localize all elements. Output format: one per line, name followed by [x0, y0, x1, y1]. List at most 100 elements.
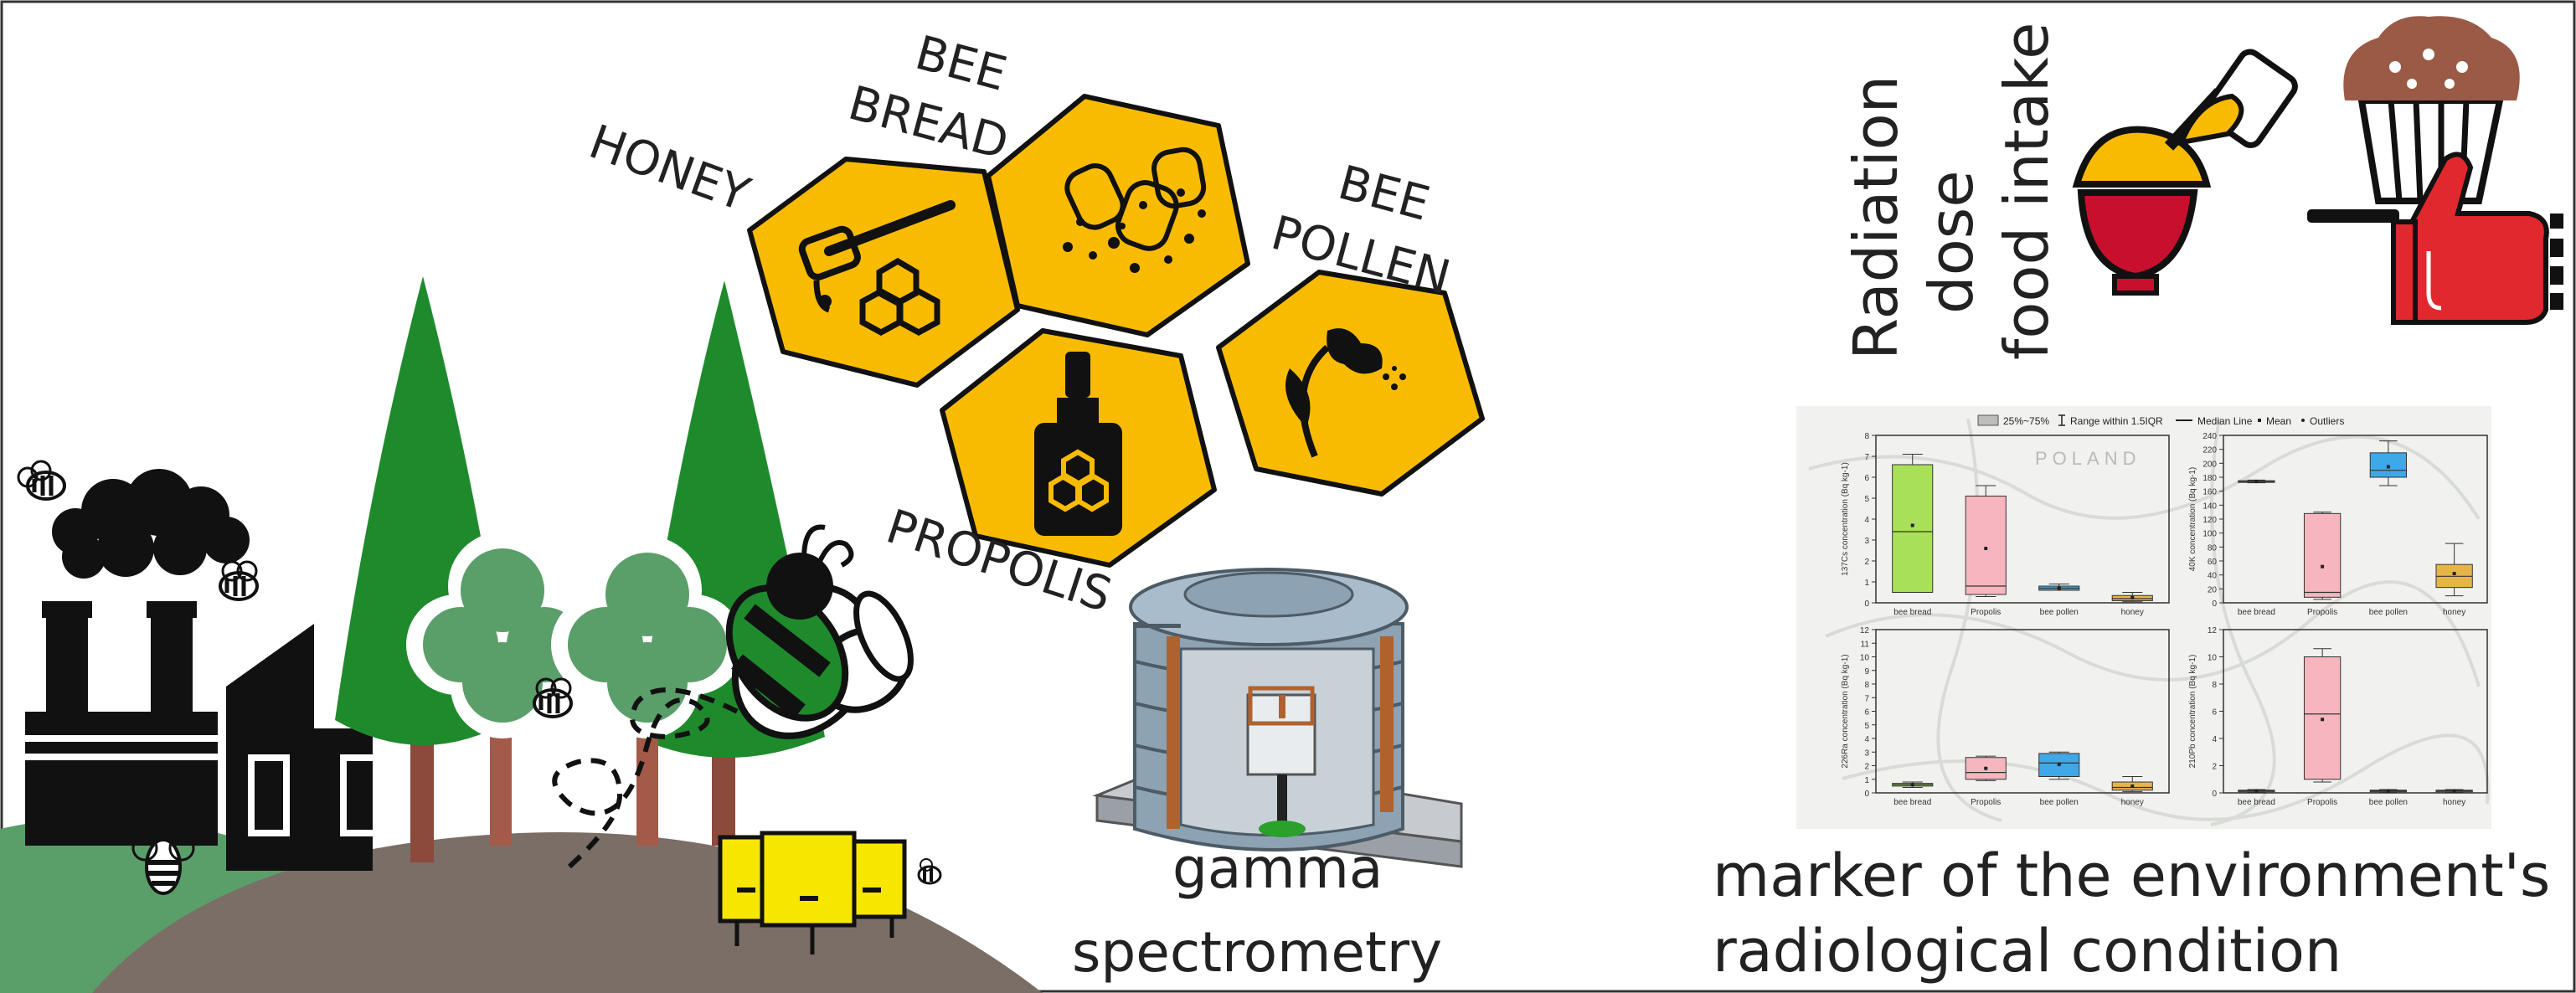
hex-bee-bread: [986, 94, 1250, 337]
box-propolis: [1965, 496, 2007, 595]
mean-marker: [2057, 762, 2061, 766]
category-label: bee bread: [2238, 608, 2275, 617]
hex-honey: [747, 157, 1020, 388]
smoke-icon: [52, 469, 250, 579]
category-label: bee pollen: [2040, 608, 2079, 617]
y-tick-label: 140: [2202, 502, 2217, 511]
y-tick-label: 1: [1864, 579, 1869, 588]
y-tick-label: 10: [1860, 654, 1870, 663]
mean-marker: [2321, 718, 2325, 722]
category-label: bee pollen: [2369, 608, 2408, 617]
category-label: bee bread: [1893, 798, 1931, 807]
method-label-2: spectrometry: [1072, 920, 1442, 985]
bee-bread-icon: [1063, 147, 1207, 273]
y-tick-label: 3: [1864, 537, 1869, 546]
y-tick-label: 6: [1864, 708, 1869, 718]
small-bee-icon-1: [17, 460, 66, 501]
mean-marker: [2452, 789, 2456, 793]
beehives-icon: [718, 831, 907, 954]
y-axis-label: 226Ra concentration (Bq kg-1): [1841, 654, 1850, 768]
box-bee-pollen: [2369, 452, 2408, 478]
mean-marker: [2386, 465, 2390, 469]
legend-outliers: Outliers: [2310, 415, 2344, 427]
y-tick-label: 180: [2202, 474, 2217, 483]
mean-marker: [2452, 572, 2456, 575]
category-label: bee bread: [1893, 608, 1931, 617]
y-tick-label: 9: [1864, 667, 1869, 677]
box-bee-bread: [1892, 464, 1934, 593]
label-bee-pollen-1: BEE: [1332, 156, 1435, 232]
category-label: honey: [2443, 608, 2465, 617]
mean-marker: [1910, 783, 1914, 787]
y-tick-label: 100: [2202, 530, 2217, 539]
y-tick-label: 120: [2202, 516, 2217, 525]
bowl-eating-icon: [2072, 49, 2298, 296]
y-tick-label: 0: [1864, 599, 1869, 609]
y-tick-label: 160: [2202, 488, 2217, 497]
category-label: Propolis: [2307, 608, 2337, 617]
box-propolis: [2303, 512, 2342, 598]
y-tick-label: 20: [2208, 585, 2218, 594]
hex-bee-pollen: [1216, 270, 1485, 496]
mean-marker: [2254, 789, 2259, 793]
y-tick-label: 220: [2202, 446, 2217, 455]
y-axis-label: 210Pb concentration (Bq kg-1): [2188, 655, 2197, 769]
y-tick-label: 12: [2208, 626, 2218, 635]
y-tick-label: 2: [2212, 763, 2217, 772]
mean-marker: [2130, 595, 2135, 599]
y-tick-label: 200: [2202, 460, 2217, 469]
mean-marker: [2321, 564, 2325, 569]
muffin-icon: [2307, 16, 2520, 223]
rotated-line-1: Radiation: [1841, 75, 1911, 360]
propolis-bottle-icon: [1034, 352, 1122, 536]
mean-marker: [2254, 480, 2259, 483]
label-honey: HONEY: [582, 115, 757, 223]
y-tick-label: 240: [2202, 432, 2217, 441]
y-tick-label: 0: [2212, 790, 2217, 799]
y-tick-label: 5: [1864, 495, 1869, 504]
y-tick-label: 10: [2208, 654, 2218, 663]
map-label: POLAND: [2035, 448, 2141, 469]
mean-marker: [1910, 523, 1914, 527]
category-label: bee pollen: [2040, 798, 2079, 807]
y-tick-label: 5: [1864, 722, 1869, 731]
category-label: Propolis: [2307, 798, 2337, 807]
category-label: Propolis: [1971, 608, 2001, 617]
y-tick-label: 3: [1864, 749, 1869, 758]
small-bee-icon-3: [533, 677, 573, 718]
category-label: honey: [2121, 608, 2144, 617]
hex-propolis: [940, 328, 1217, 568]
legend-mean: Mean: [2266, 415, 2291, 427]
marker-line-1: marker of the environment's: [1713, 841, 2550, 910]
category-label: Propolis: [1971, 798, 2001, 807]
y-tick-label: 7: [1864, 694, 1869, 703]
flower-icon: [1285, 328, 1406, 458]
mean-marker: [2057, 586, 2061, 590]
y-tick-label: 7: [1864, 453, 1869, 462]
y-tick-label: 1: [1864, 776, 1869, 785]
small-bee-icon-5: [917, 858, 942, 885]
honey-dipper-icon: [798, 200, 956, 336]
y-tick-label: 80: [2208, 543, 2218, 553]
y-tick-label: 11: [1861, 640, 1870, 649]
y-axis-label: 137Cs concentration (Bq kg-1): [1841, 462, 1850, 576]
legend-median: Median Line: [2197, 415, 2253, 427]
round-tree-2: [551, 536, 744, 846]
y-tick-label: 4: [1864, 516, 1869, 525]
big-bee-icon: [725, 524, 914, 739]
y-tick-label: 6: [2212, 708, 2217, 718]
legend-iqr: 25%~75%: [2003, 415, 2049, 427]
category-label: bee bread: [2238, 798, 2275, 807]
y-tick-label: 0: [2212, 599, 2217, 609]
y-tick-label: 6: [1864, 474, 1869, 483]
mean-marker: [1984, 766, 1988, 770]
y-tick-label: 8: [1864, 681, 1869, 690]
y-tick-label: 12: [1860, 626, 1870, 635]
